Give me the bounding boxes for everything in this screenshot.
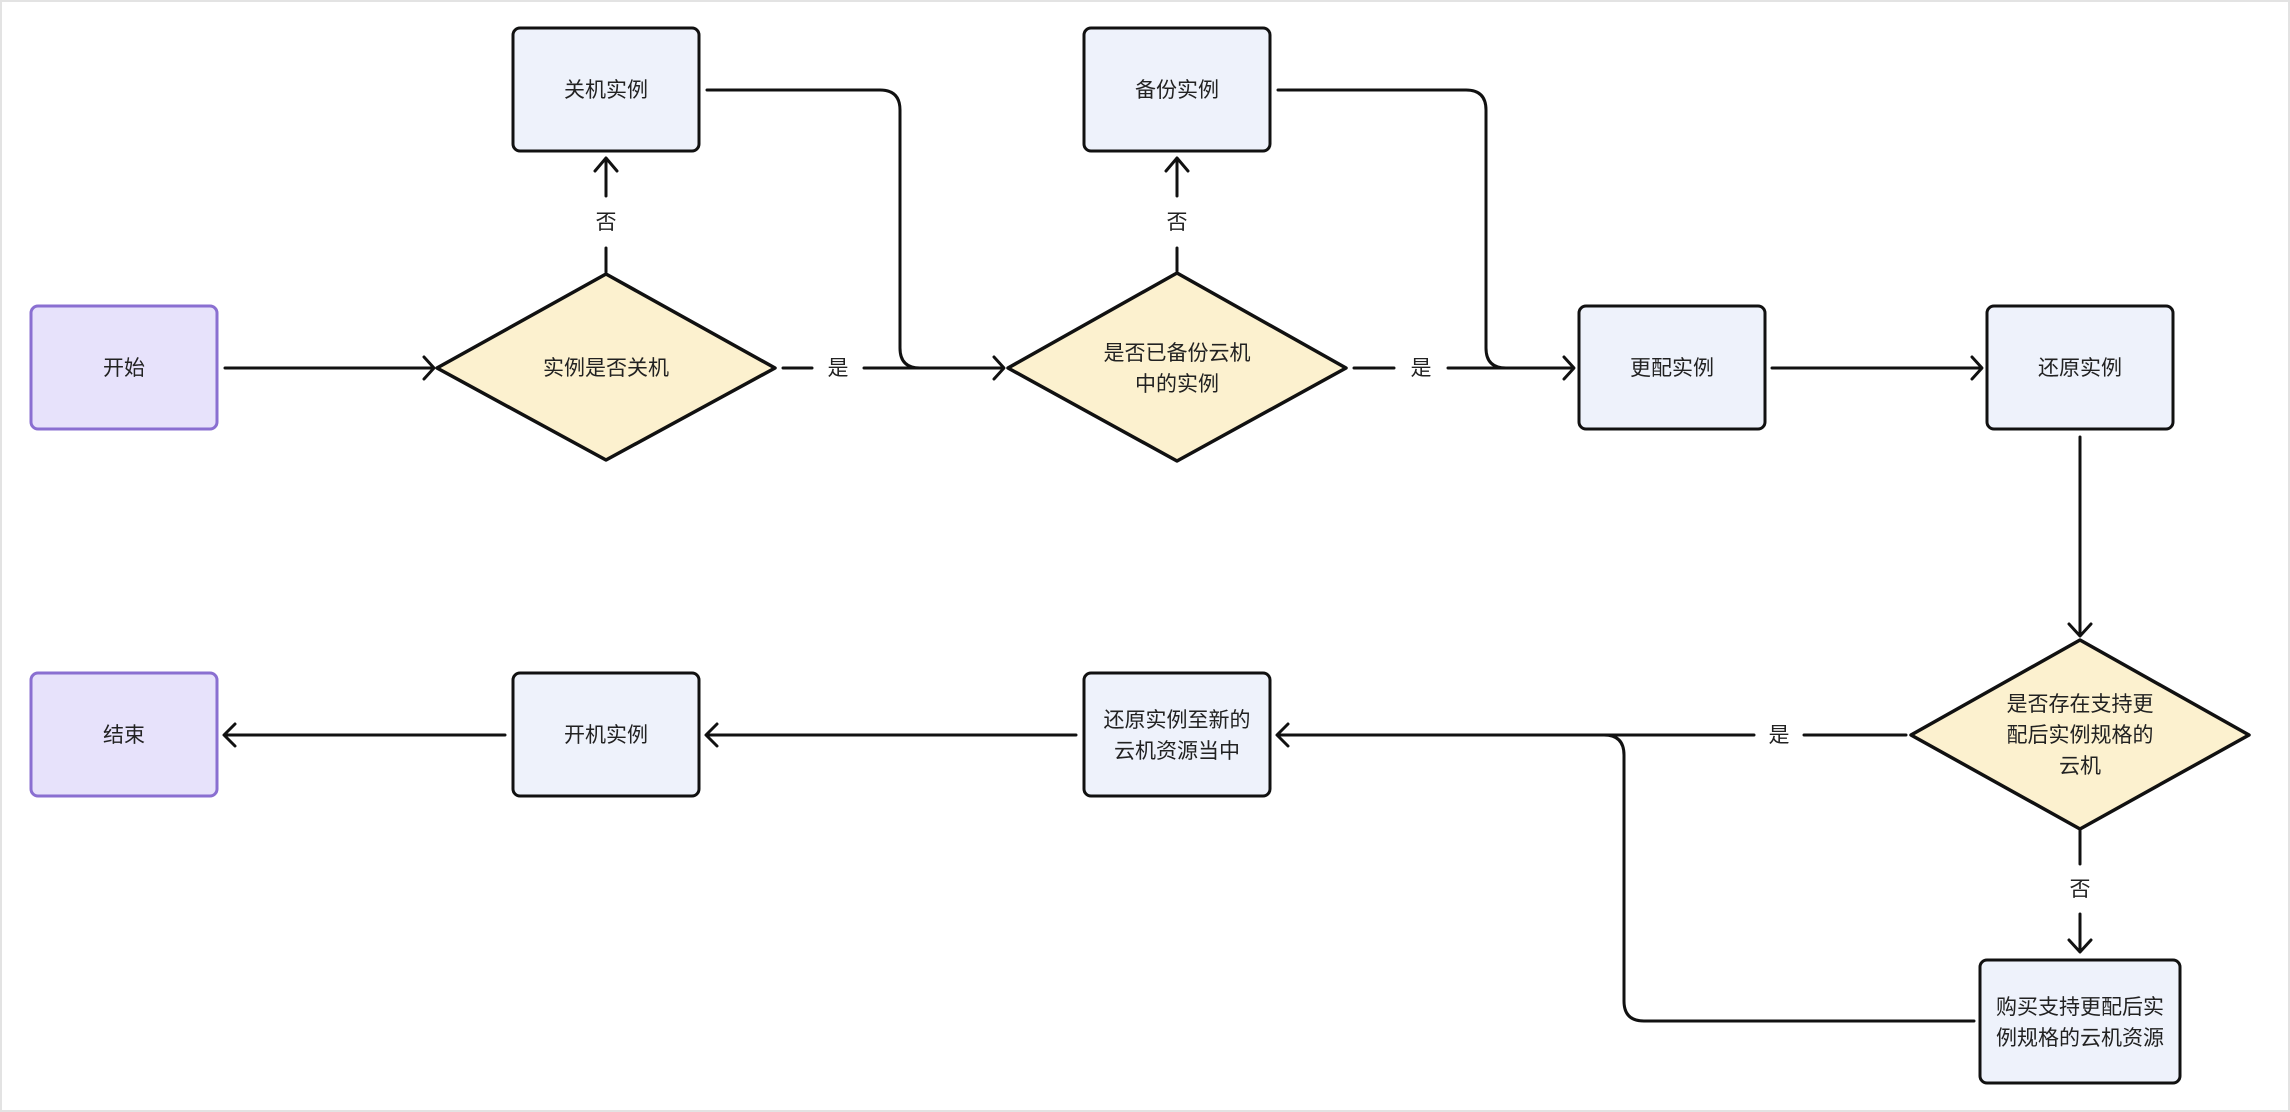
edge-label-backup-no: 否	[1167, 210, 1188, 234]
label-restore-line-1: 还原实例	[2038, 356, 2122, 380]
node-labels: 开始 实例是否关机 关机实例 是否已备份云机中的实例 备份实例 更配实例 还原实…	[103, 78, 2164, 1050]
node-end	[29, 671, 219, 798]
arrowhead-into-power-on	[704, 722, 719, 748]
node-check-resource	[1909, 638, 2251, 831]
arrowhead-into-buy	[2067, 938, 2093, 954]
edge-label-backup-yes: 是	[1411, 356, 1432, 380]
node-backup	[1082, 26, 1272, 153]
edges	[223, 88, 2082, 1023]
edge-label-resource-no: 否	[2070, 877, 2091, 901]
label-restore-new: 还原实例至新的云机资源当中	[1104, 708, 1251, 763]
label-buy-line-2: 例规格的云机资源	[1996, 1026, 2164, 1050]
label-restore: 还原实例	[2038, 356, 2122, 380]
label-upgrade-line-1: 更配实例	[1630, 356, 1714, 380]
edge-label-resource-yes: 是	[1769, 723, 1790, 747]
nodes	[29, 26, 2251, 1085]
label-buy-line-1: 购买支持更配后实	[1996, 995, 2164, 1019]
node-power-on	[511, 671, 701, 798]
label-check-shutdown: 实例是否关机	[543, 356, 669, 380]
label-start-line-1: 开始	[103, 356, 145, 380]
arrowheads	[222, 156, 2093, 954]
node-shutdown	[511, 26, 701, 153]
label-upgrade: 更配实例	[1630, 356, 1714, 380]
arrowhead-into-shutdown	[593, 156, 619, 173]
label-start: 开始	[103, 356, 145, 380]
label-power-on: 开机实例	[564, 723, 648, 747]
label-check-resource: 是否存在支持更配后实例规格的云机	[2007, 692, 2154, 778]
label-shutdown-line-1: 关机实例	[564, 78, 648, 102]
edge-label-shutdown-no: 否	[596, 210, 617, 234]
node-check-shutdown	[435, 272, 777, 462]
edge-buy-to-restore-new	[1602, 733, 1976, 1023]
label-check-backup: 是否已备份云机中的实例	[1104, 341, 1251, 396]
node-upgrade	[1577, 304, 1767, 431]
label-check-resource-line-3: 云机	[2059, 754, 2101, 778]
node-buy	[1978, 958, 2182, 1085]
arrowhead-into-upgrade	[1562, 355, 1576, 381]
node-restore	[1985, 304, 2175, 431]
label-backup-line-1: 备份实例	[1135, 78, 1219, 102]
arrowhead-into-check-resource	[2067, 622, 2093, 638]
node-restore-new	[1082, 671, 1272, 798]
label-check-shutdown-line-1: 实例是否关机	[543, 356, 669, 380]
label-restore-new-line-2: 云机资源当中	[1114, 739, 1240, 763]
label-backup: 备份实例	[1135, 78, 1219, 102]
label-check-backup-line-1: 是否已备份云机	[1104, 341, 1251, 365]
edge-shutdown-to-check-backup	[705, 88, 922, 370]
label-restore-new-line-1: 还原实例至新的	[1104, 708, 1251, 732]
label-end-line-1: 结束	[103, 723, 145, 747]
arrowhead-into-check-backup	[992, 355, 1006, 381]
arrowhead-into-end	[222, 722, 237, 748]
node-check-backup	[1006, 271, 1348, 463]
arrowhead-into-check-shutdown	[422, 355, 436, 381]
arrowhead-into-restore	[1970, 355, 1984, 381]
label-end: 结束	[103, 723, 145, 747]
node-start	[29, 304, 219, 431]
label-check-resource-line-1: 是否存在支持更	[2007, 692, 2154, 716]
edge-label-shutdown-yes: 是	[828, 356, 849, 380]
label-power-on-line-1: 开机实例	[564, 723, 648, 747]
edge-backup-to-upgrade	[1276, 88, 1508, 370]
label-check-backup-line-2: 中的实例	[1135, 372, 1219, 396]
label-check-resource-line-2: 配后实例规格的	[2007, 723, 2154, 747]
edge-labels: 否 是 否 是 是 否	[596, 210, 2091, 901]
label-buy: 购买支持更配后实例规格的云机资源	[1996, 995, 2164, 1050]
label-shutdown: 关机实例	[564, 78, 648, 102]
arrowhead-into-backup	[1164, 156, 1190, 173]
arrowhead-into-restore-new	[1275, 722, 1290, 748]
